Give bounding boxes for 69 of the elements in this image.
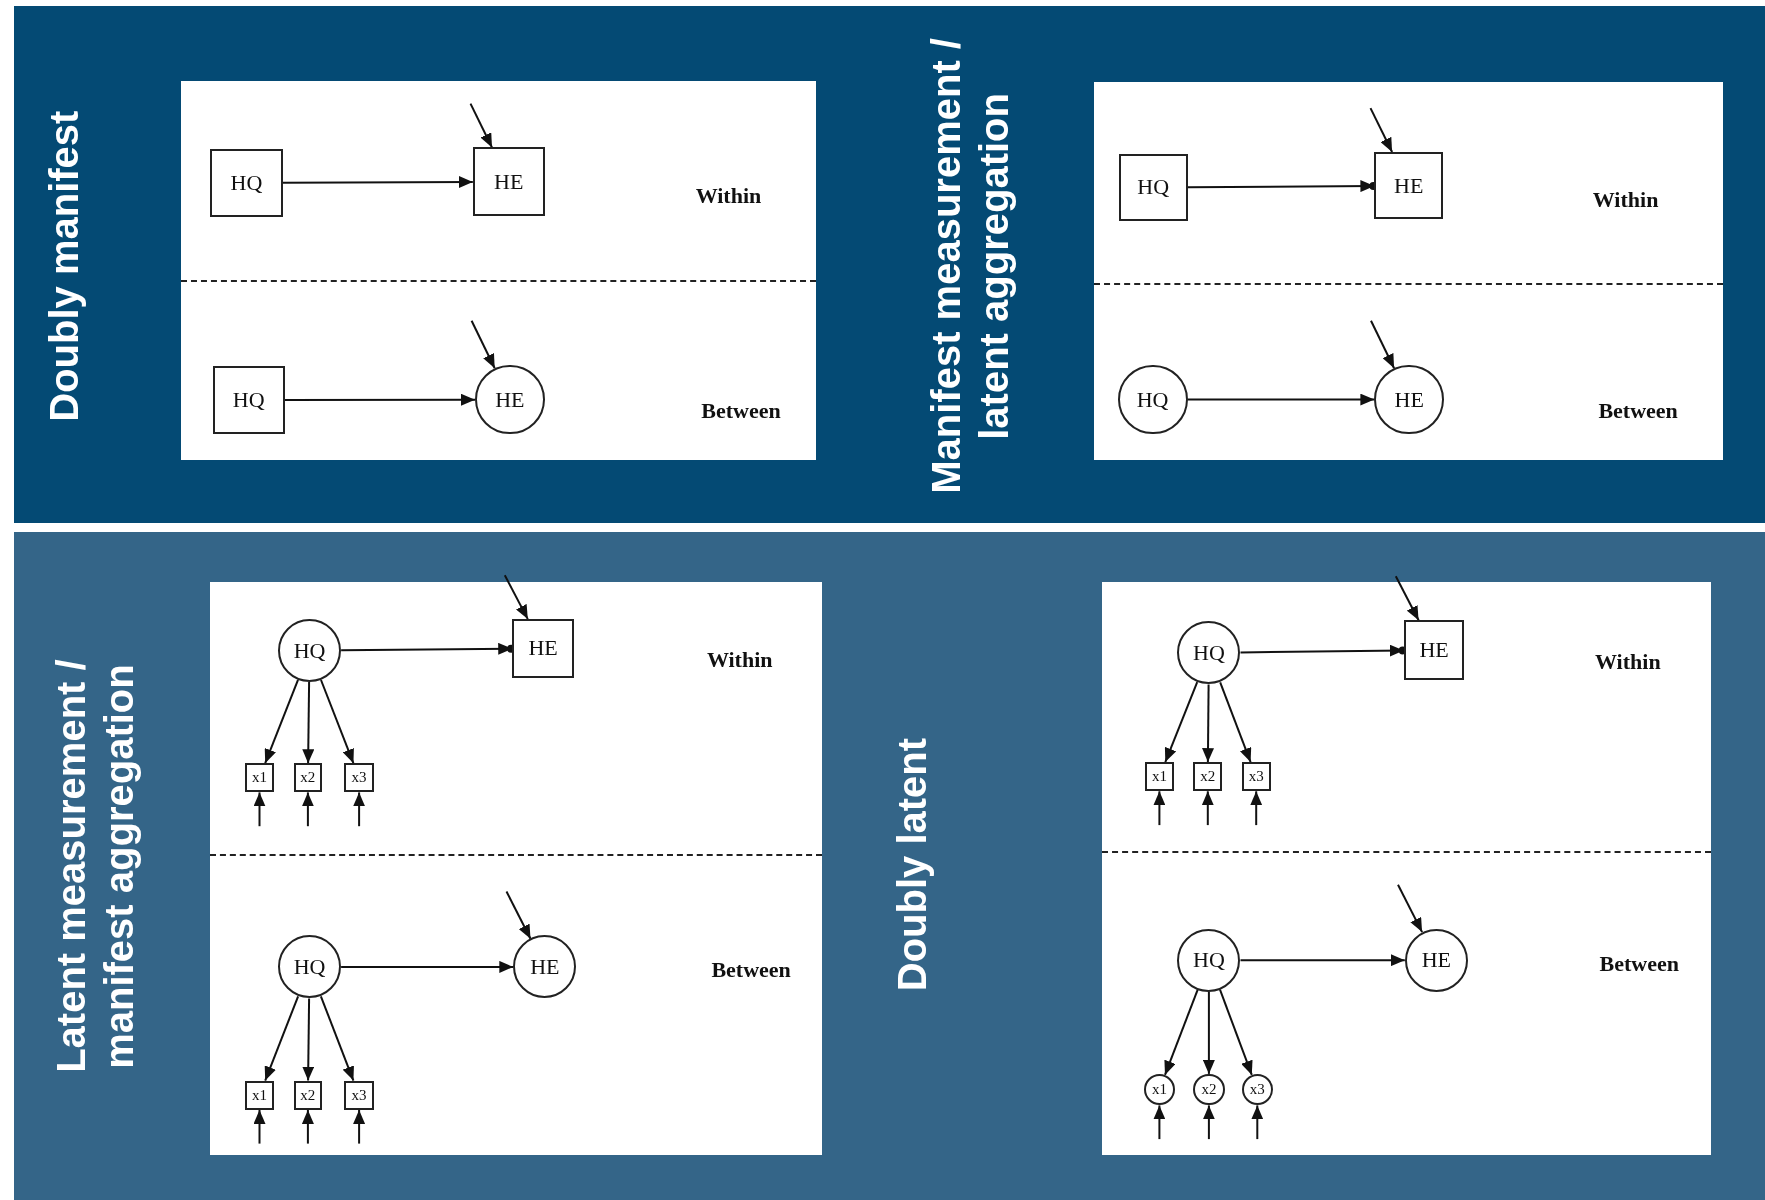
arrow <box>1153 1104 1166 1141</box>
section-band <box>13 532 878 1200</box>
observed-variable-box: HE <box>1374 151 1444 220</box>
arrow <box>1370 319 1396 370</box>
arrow <box>302 681 315 765</box>
section-title: Doubly latent <box>888 736 935 994</box>
arrow <box>253 791 266 828</box>
arrow <box>1397 883 1424 934</box>
arrow <box>503 574 529 621</box>
section-title: Manifest measurement / latent aggregation <box>923 37 1018 497</box>
arrow <box>283 393 476 406</box>
arrow <box>1164 988 1199 1076</box>
observed-variable-box: x2 <box>1193 762 1223 792</box>
arrow <box>1394 575 1420 622</box>
observed-variable-box: HE <box>512 619 575 678</box>
observed-variable-box: x3 <box>344 763 374 793</box>
level-label: Between <box>701 398 781 425</box>
observed-variable-box: x2 <box>293 763 322 793</box>
level-label: Within <box>1592 186 1659 213</box>
observed-variable-box: x1 <box>245 1080 274 1110</box>
arrow <box>1164 681 1199 764</box>
arrow <box>1239 954 1406 967</box>
observed-variable-box: x3 <box>344 1080 374 1110</box>
arrow <box>505 890 532 940</box>
arrow <box>301 1108 314 1145</box>
arrow <box>470 319 496 370</box>
arrow <box>1250 790 1263 827</box>
section-band <box>878 5 1765 524</box>
arrow <box>253 1108 266 1145</box>
arrow <box>301 791 314 828</box>
arrow <box>1202 990 1215 1075</box>
arrow <box>1186 393 1376 406</box>
level-label: Within <box>706 647 773 674</box>
arrow <box>1153 790 1166 827</box>
arrow <box>340 960 515 973</box>
arrow <box>1219 681 1252 764</box>
observed-variable-box: HQ <box>210 148 283 218</box>
arrow <box>319 995 355 1082</box>
level-label: Between <box>1599 951 1679 978</box>
level-label: Between <box>711 956 791 983</box>
section-band <box>13 5 878 524</box>
observed-variable-box: x1 <box>1144 762 1174 792</box>
arrow <box>1239 644 1407 657</box>
arrow <box>1201 790 1214 827</box>
observed-variable-box: HE <box>472 147 545 217</box>
arrow <box>281 175 474 188</box>
arrow <box>353 791 366 828</box>
observed-variable-box: x3 <box>1241 762 1271 792</box>
observed-variable-box: HQ <box>212 365 285 435</box>
level-label: Between <box>1598 398 1678 425</box>
section-title: Doubly manifest <box>41 108 88 424</box>
arrow <box>469 102 493 149</box>
level-label: Within <box>1595 649 1661 676</box>
arrow <box>1369 107 1394 153</box>
arrow <box>1202 1104 1215 1141</box>
arrow <box>1202 683 1215 764</box>
level-label: Within <box>695 183 762 210</box>
arrow <box>1251 1104 1264 1141</box>
arrow <box>1219 988 1253 1076</box>
arrow <box>264 678 299 765</box>
observed-variable-box: HE <box>1403 620 1465 680</box>
arrow <box>320 679 355 765</box>
section-band <box>878 532 1765 1200</box>
section-title: Latent measurement / manifest aggregation <box>47 658 142 1076</box>
observed-variable-box: HQ <box>1118 154 1188 221</box>
arrow <box>264 995 300 1082</box>
observed-variable-box: x1 <box>245 763 274 793</box>
arrow <box>353 1108 366 1145</box>
arrow <box>302 997 315 1082</box>
